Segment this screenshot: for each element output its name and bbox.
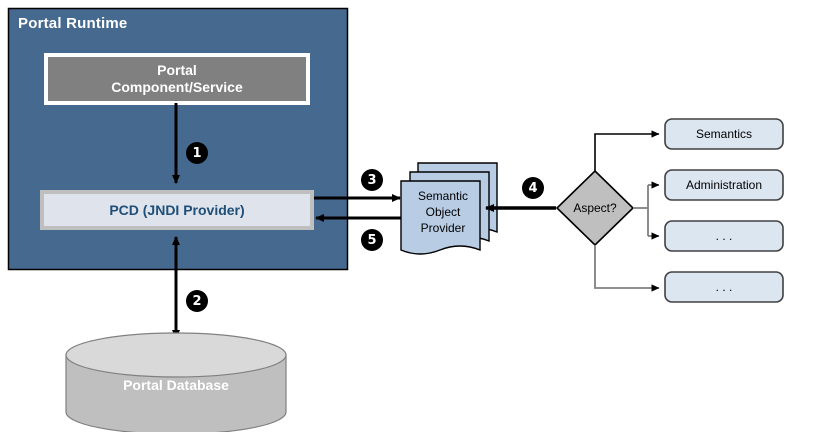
output-box-ellipsis-2 [664,271,784,303]
step-badge-5: 5 [361,229,383,251]
connector-aspect-to-branch-bracket [633,181,660,240]
output-box-ellipsis-1 [664,220,784,252]
step-badge-1: 1 [186,142,208,164]
semantic-object-provider-stack [400,162,498,255]
connector-aspect-to-last-ellipsis [594,245,660,292]
connector-aspect-to-semantics [594,130,660,171]
output-box-administration [664,169,784,201]
pcd-box [40,190,314,230]
step-badge-4: 4 [522,177,544,199]
portal-component-service-box [44,53,310,105]
portal-database-cylinder [65,332,287,432]
aspect-decision-diamond [555,169,635,247]
step-badge-3: 3 [361,169,383,191]
portal-runtime-panel [7,7,349,271]
output-box-semantics [664,118,784,150]
step-badge-2: 2 [186,290,208,312]
